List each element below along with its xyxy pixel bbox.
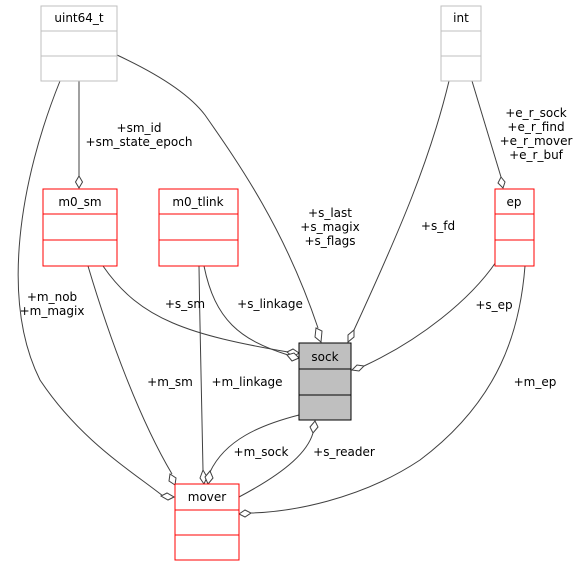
node-sock-title: sock [311,350,338,364]
label-s-fd: +s_fd [421,219,455,233]
label-s-ep: +s_ep [475,298,512,312]
label-s-last: +s_last [308,206,352,220]
label-e-r-buf: +e_r_buf [509,148,564,162]
edge-ep-sock [363,261,497,367]
node-m0-sm[interactable]: m0_sm [42,188,118,267]
edge-uint64-mover [17,80,164,497]
label-m-magix: +m_magix [20,304,85,318]
node-m0-tlink-title: m0_tlink [172,195,223,209]
edge-m0tlink-sock-diamond [286,352,300,362]
node-ep-box [494,188,535,267]
label-s-linkage: +s_linkage [237,297,303,311]
edge-uint64-sock-diamond [314,327,323,343]
label-m-ep: +m_ep [514,375,557,389]
edge-m0sm-mover-diamond [168,473,177,486]
edge-int-ep [471,80,502,178]
node-mover-title: mover [188,490,227,504]
node-ep-title: ep [507,195,522,209]
edge-sock-mover-diamond [204,470,214,485]
node-m0-tlink-box [158,188,239,267]
node-uint64-t[interactable]: uint64_t [40,5,118,82]
label-sm-id: +sm_id [117,121,162,135]
label-m-sock: +m_sock [234,445,289,459]
node-ep[interactable]: ep [494,188,535,267]
edge-m0sm-mover [87,265,173,475]
label-m-nob: +m_nob [27,290,77,304]
node-int-title: int [453,11,469,25]
node-int[interactable]: int [440,5,482,82]
edge-uint64-m0sm-diamond [74,175,84,189]
label-e-r-mover: +e_r_mover [500,134,573,148]
edge-sock-mover [209,414,300,473]
edge-uint64-mover-diamond [159,492,176,501]
node-sock[interactable]: sock [298,342,352,421]
edge-mover-sock-diamond [309,420,319,434]
label-s-flags: +s_flags [304,234,355,248]
label-e-r-sock: +e_r_sock [505,106,567,120]
edge-int-ep-diamond [497,176,506,189]
node-m0-sm-title: m0_sm [58,195,101,209]
edge-int-sock [353,80,450,331]
node-uint64-t-box [40,5,118,82]
edge-labels: +sm_id +sm_state_epoch +s_last +s_magix … [20,106,573,459]
edge-uint64-sock [116,54,319,329]
label-s-magix: +s_magix [300,220,359,234]
edge-m0sm-sock [102,265,289,353]
label-m-sm: +m_sm [147,375,193,389]
edges [17,54,526,518]
edge-ep-mover-diamond [238,509,252,518]
label-e-r-find: +e_r_find [507,120,564,134]
label-s-sm: +s_sm [165,297,205,311]
edge-ep-mover [250,265,526,514]
label-sm-state-epoch: +sm_state_epoch [86,135,193,149]
label-s-reader: +s_reader [313,445,375,459]
node-int-box [440,5,482,82]
edge-mover-sock [238,432,314,498]
edge-m0tlink-sock [203,265,289,356]
node-mover[interactable]: mover [174,483,240,561]
node-uint64-t-title: uint64_t [54,11,104,25]
label-m-linkage: +m_linkage [211,375,282,389]
edge-ep-sock-diamond [350,364,366,372]
node-mover-box [174,483,240,561]
node-m0-tlink[interactable]: m0_tlink [158,188,239,267]
node-m0-sm-box [42,188,118,267]
edge-m0tlink-mover [198,265,204,471]
edge-int-sock-diamond [347,328,355,344]
node-sock-box [298,342,352,421]
